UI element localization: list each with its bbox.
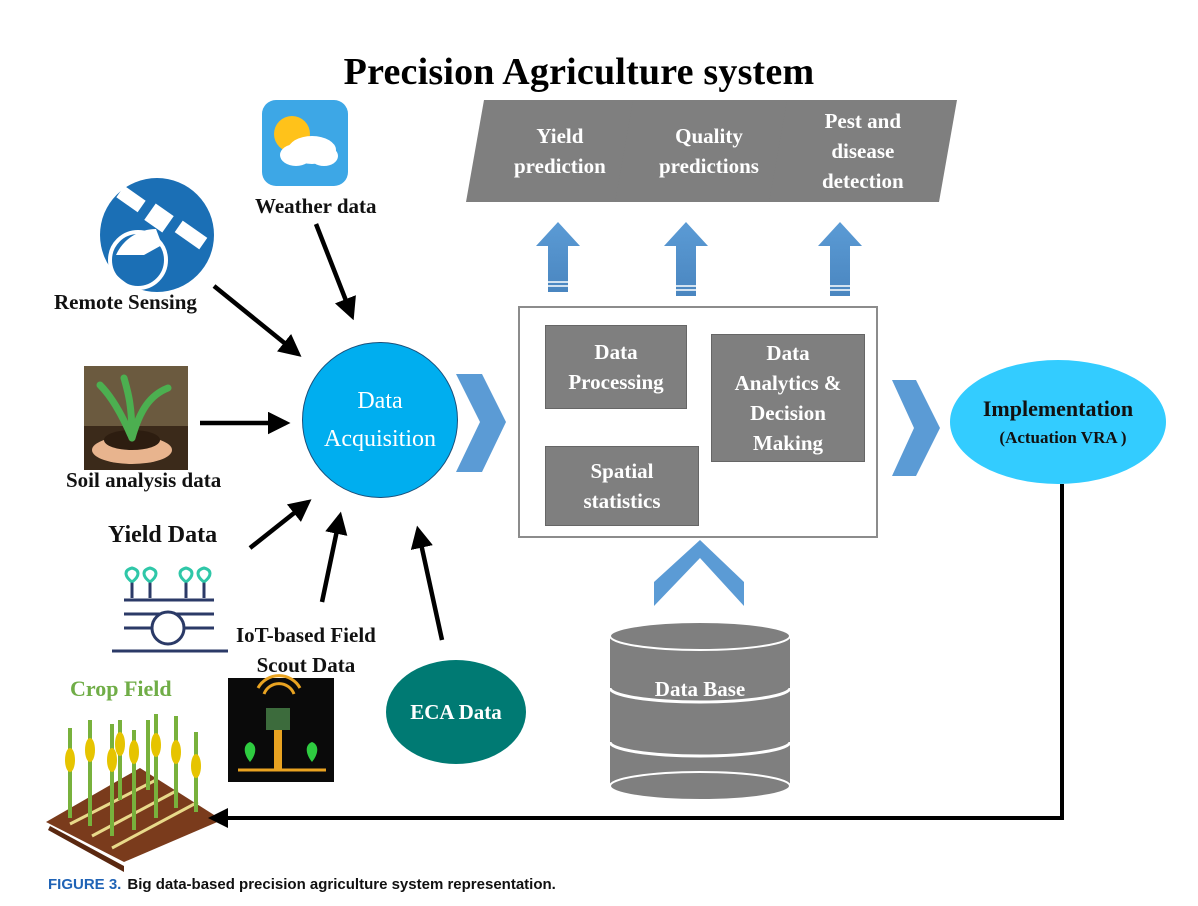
data-processing-box: Data Processing [545,325,687,409]
iot-label: IoT-based Field Scout Data [236,623,376,677]
weather-icon [262,100,348,186]
spatial-statistics-box: Spatial statistics [545,446,699,526]
database-icon [608,621,792,801]
implementation-title: Implementation [982,396,1134,421]
chevron-right-icon [892,380,940,476]
figure-number: FIGURE 3. [48,876,122,893]
satellite-icon [100,178,214,292]
chevron-up-icon [654,540,744,606]
pest-detection-box: Pest and disease detection [769,100,957,202]
figure-caption-text: Big data-based precision agriculture sys… [127,876,556,893]
iot-sensor-icon [228,674,334,782]
implementation-subtitle: (Actuation VRA ) [999,428,1127,447]
database-label: Data Base [654,677,746,701]
soil-label: Soil analysis data [66,468,222,492]
yield-label: Yield Data [108,522,218,548]
weather-label: Weather data [255,194,377,218]
arrow-up-icon [818,222,862,296]
analytics-decision-box: Data Analytics & Decision Making [711,334,865,462]
arrow-up-icon [536,222,580,292]
crop-field-label: Crop Field [70,676,172,701]
crop-field-icon [46,714,222,872]
yield-icon [112,566,228,653]
data-acquisition-node: Data Acquisition [302,342,458,498]
feedback-connector [208,484,1064,828]
soil-icon [84,366,188,470]
eca-data-node: ECA Data [386,660,526,764]
diagram-title: Precision Agriculture system [343,51,815,93]
arrow-up-icon [664,222,708,296]
chevron-right-icon [456,374,506,472]
figure-caption: FIGURE 3. Big data-based precision agricu… [48,876,556,893]
remote-sensing-label: Remote Sensing [54,290,197,314]
data-acquisition-line2: Acquisition [324,426,436,452]
implementation-node: Implementation (Actuation VRA ) [950,360,1166,484]
data-acquisition-line1: Data [357,388,403,414]
input-arrows [200,223,445,641]
